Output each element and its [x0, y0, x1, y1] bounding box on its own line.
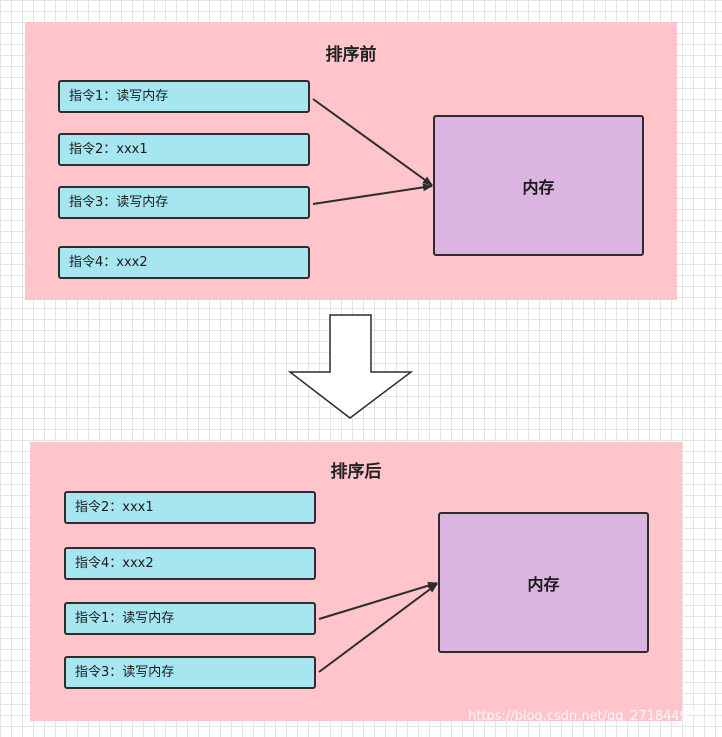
before-arrow-instruction-1-to-memory: [312, 98, 433, 186]
before-memory-label: 内存: [522, 177, 555, 197]
after-arrow-instruction-1-to-memory: [318, 581, 438, 620]
watermark-text: https://blog.csdn.net/qq_27184497: [468, 709, 697, 724]
after-instruction-3: 指令1：读写内存: [64, 602, 316, 635]
after-memory-label: 内存: [527, 574, 560, 594]
before-arrow-instruction-3-to-memory: [312, 183, 433, 205]
before-instruction-3: 指令3：读写内存: [58, 186, 310, 219]
after-instruction-1: 指令2：xxx1: [64, 491, 316, 524]
before-memory-box: 内存: [433, 115, 644, 256]
after-instruction-2: 指令4：xxx2: [64, 547, 316, 580]
reorder-down-arrow-icon: [287, 314, 414, 419]
after-arrow-instruction-3-to-memory: [318, 583, 438, 673]
before-panel: 排序前 指令1：读写内存 指令2：xxx1 指令3：读写内存 指令4：xxx2 …: [25, 22, 677, 300]
after-memory-box: 内存: [438, 512, 649, 653]
after-panel-title: 排序后: [330, 462, 382, 482]
before-instruction-1: 指令1：读写内存: [58, 80, 310, 113]
before-panel-title: 排序前: [325, 45, 377, 65]
after-panel: 排序后 指令2：xxx1 指令4：xxx2 指令1：读写内存 指令3：读写内存 …: [30, 442, 682, 721]
before-instruction-4: 指令4：xxx2: [58, 246, 310, 279]
before-instruction-2: 指令2：xxx1: [58, 133, 310, 166]
after-instruction-4: 指令3：读写内存: [64, 656, 316, 689]
